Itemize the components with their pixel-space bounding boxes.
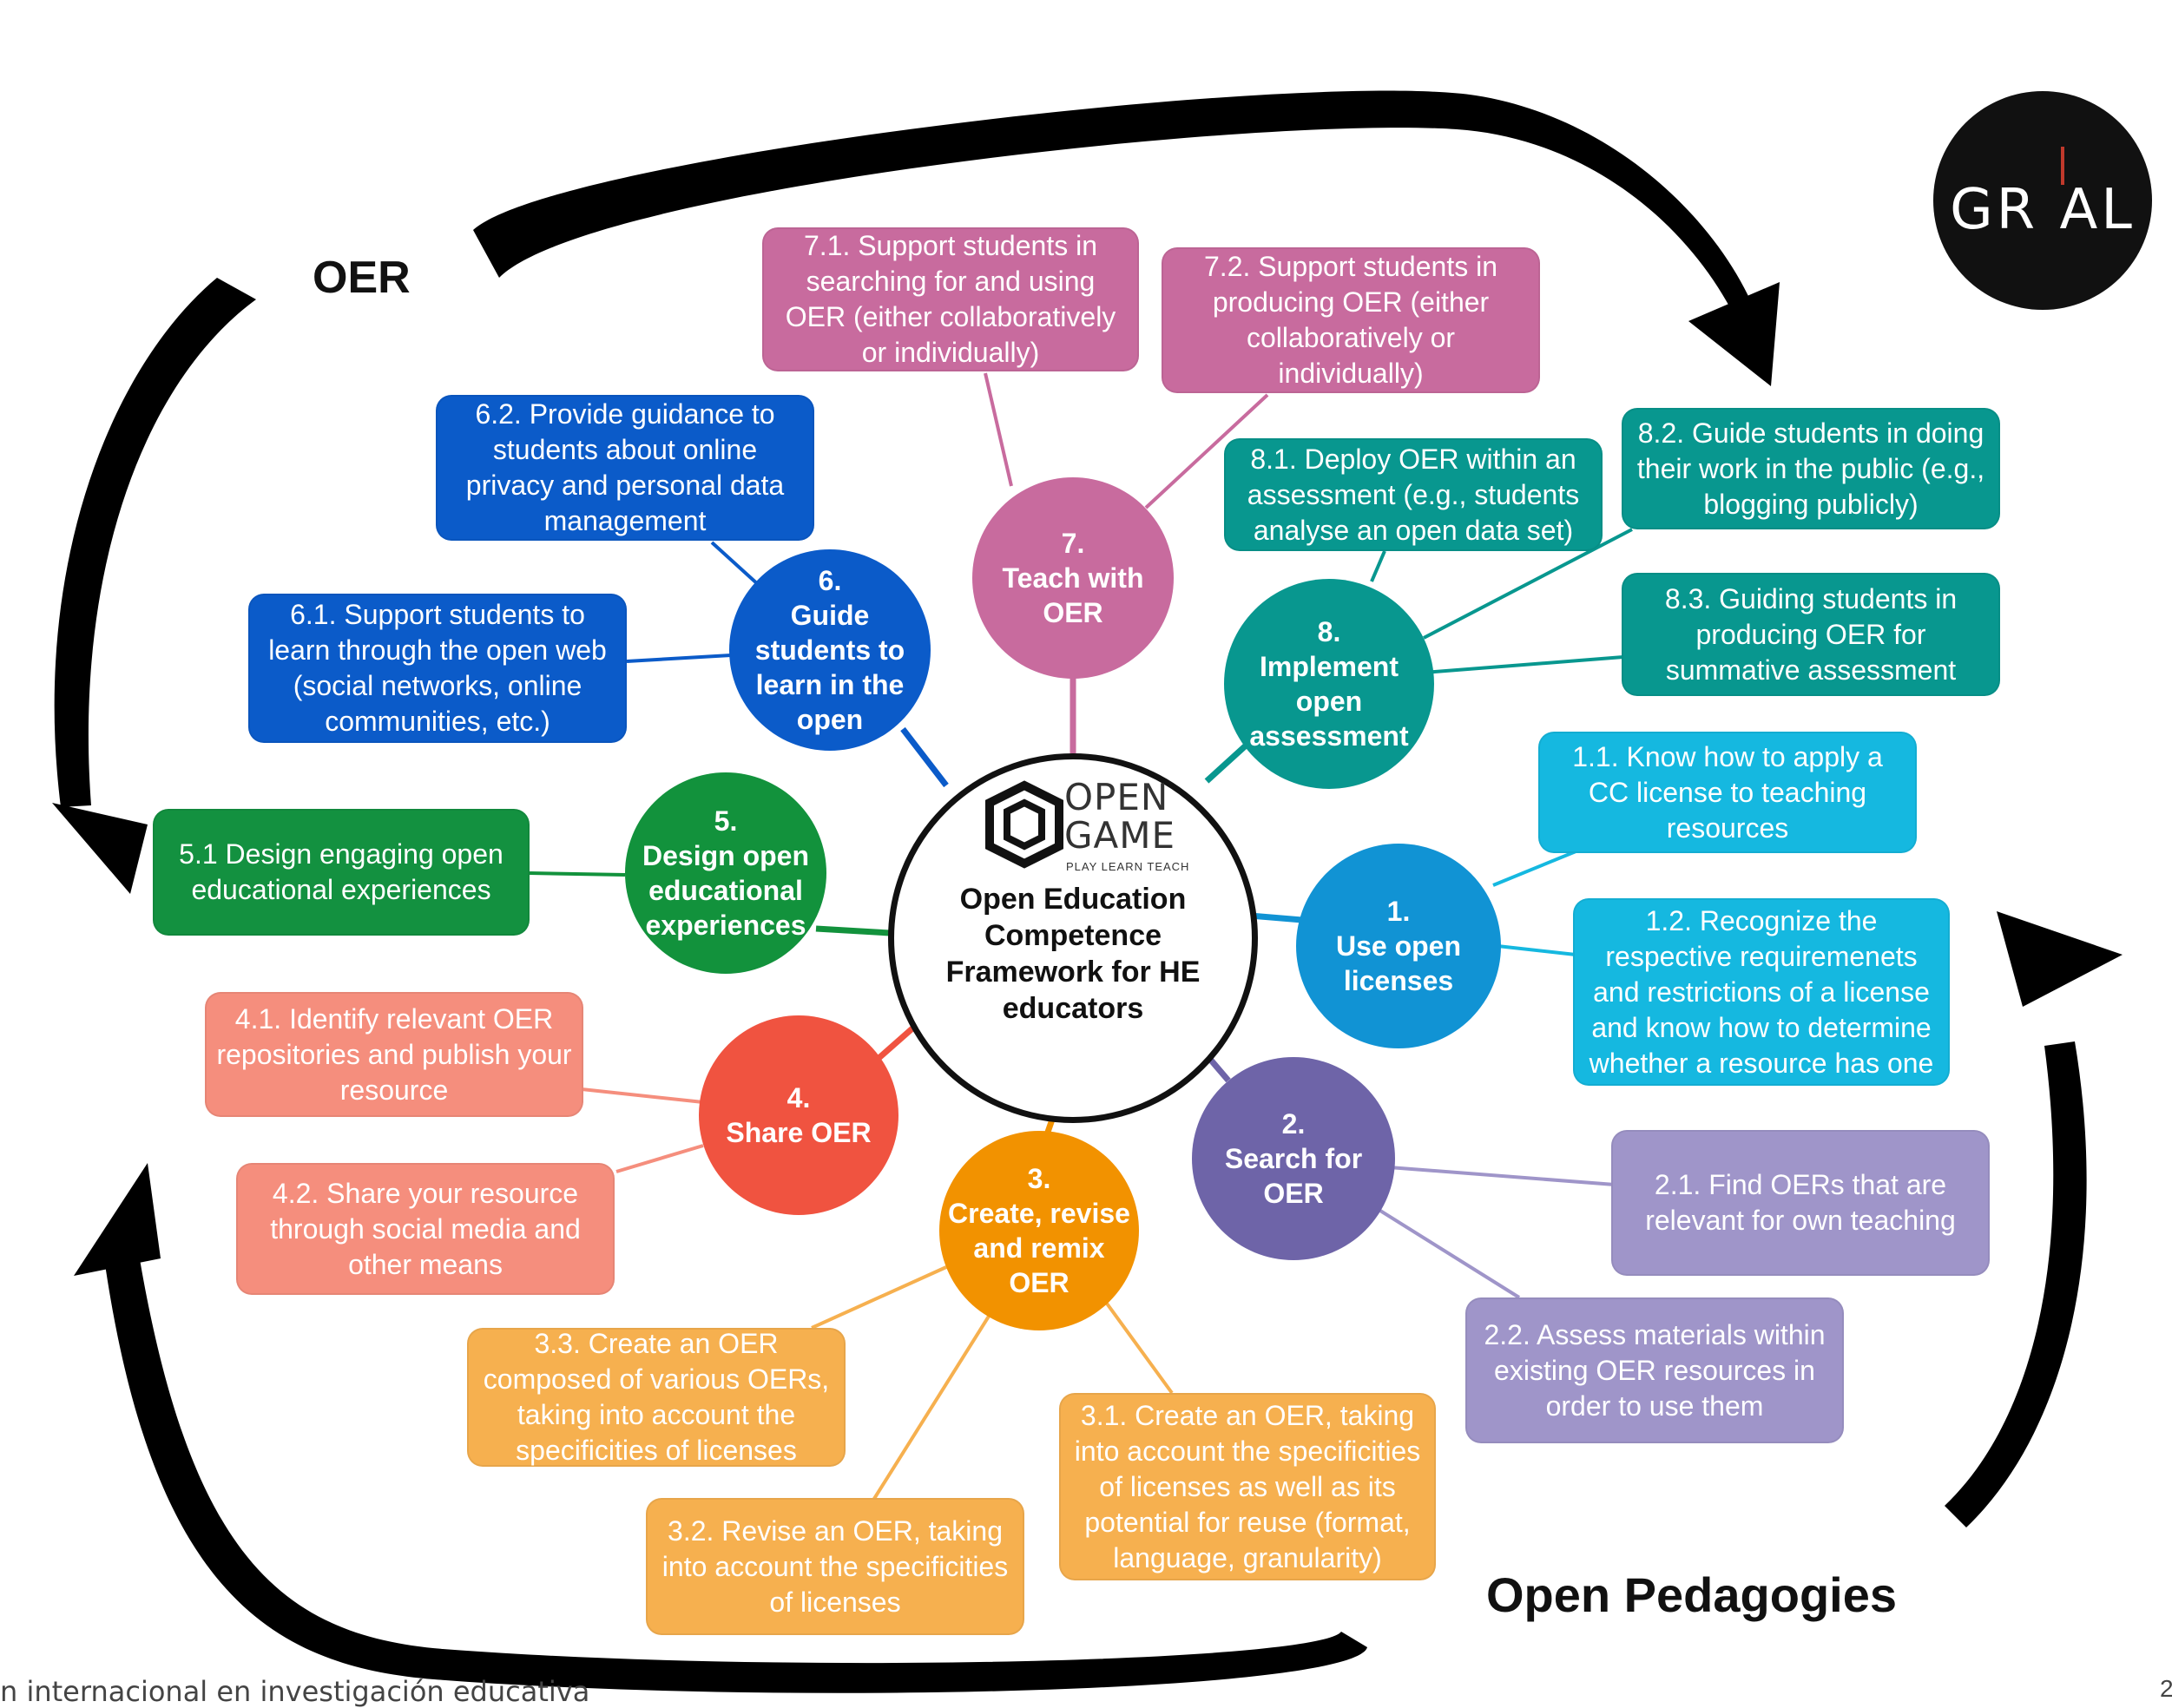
center-node: OPEN GAME PLAY LEARN TEACH Open Educatio… <box>888 753 1258 1123</box>
competence-4-2: 4.2. Share your resource through social … <box>236 1163 615 1295</box>
competence-7-1: 7.1. Support students in searching for a… <box>762 227 1139 371</box>
competence-6-2: 6.2. Provide guidance to students about … <box>436 395 814 541</box>
edge-3-3 <box>811 1265 947 1330</box>
edge-6-1 <box>626 654 732 663</box>
grial-logo-text: GR AL <box>1950 178 2136 242</box>
competence-2-2: 2.2. Assess materials within existing OE… <box>1465 1297 1844 1443</box>
edge-1-2 <box>1497 944 1576 956</box>
cycle-arrow-top <box>473 90 1780 386</box>
competence-3-1: 3.1. Create an OER, taking into account … <box>1059 1393 1436 1580</box>
competence-8-2: 8.2. Guide students in doing their work … <box>1622 408 2000 529</box>
open-game-logo-text: OPEN GAME <box>1064 776 1176 857</box>
edge-4-1 <box>581 1087 704 1104</box>
competence-1-1: 1.1. Know how to apply a CC license to t… <box>1538 732 1917 853</box>
competence-8-1: 8.1. Deploy OER within an assessment (e.… <box>1224 438 1603 551</box>
cycle-arrow-bottom <box>74 1163 1367 1693</box>
node-use-open-licenses: 1. Use open licenses <box>1296 844 1501 1048</box>
edge-7-2 <box>1144 393 1269 509</box>
oer-label: OER <box>313 253 411 303</box>
footer-caption: n internacional en investigación educati… <box>0 1675 590 1708</box>
node-share-oer: 4. Share OER <box>699 1015 898 1215</box>
node-guide-students-to-learn-in-the-open: 6. Guide students to learn in the open <box>729 549 931 751</box>
node-implement-open-assessment: 8. Implement open assessment <box>1224 579 1434 789</box>
edge-5-1 <box>529 871 626 877</box>
framework-title: Open Education Competence Framework for … <box>945 883 1201 1025</box>
edge-4-2 <box>615 1144 704 1173</box>
competence-4-1: 4.1. Identify relevant OER repositories … <box>205 992 583 1117</box>
edge-2-1 <box>1388 1166 1616 1186</box>
cycle-arrow-left <box>52 278 256 894</box>
page-number: 2 <box>2160 1675 2172 1702</box>
competence-2-1: 2.1. Find OERs that are relevant for own… <box>1611 1130 1990 1276</box>
competence-3-3: 3.3. Create an OER composed of various O… <box>467 1328 846 1467</box>
cycle-arrow-right <box>1945 911 2123 1527</box>
edge-7-1 <box>984 372 1013 487</box>
spoke-6 <box>900 726 949 788</box>
edge-8-3 <box>1423 655 1624 674</box>
edge-2-2 <box>1379 1209 1521 1299</box>
competence-6-1: 6.1. Support students to learn through t… <box>248 594 627 743</box>
grial-logo: GR AL <box>1933 91 2152 310</box>
spoke-5 <box>815 925 891 936</box>
node-design-open-educational-experiences: 5. Design open educational experiences <box>625 772 826 974</box>
edge-8-1 <box>1370 550 1386 582</box>
competence-5-1: 5.1 Design engaging open educational exp… <box>153 809 530 936</box>
edge-6-2 <box>710 541 761 588</box>
edge-3-1 <box>1101 1296 1174 1395</box>
node-create-revise-remix-oer: 3. Create, revise and remix OER <box>939 1131 1139 1330</box>
node-search-for-oer: 2. Search for OER <box>1192 1057 1395 1260</box>
competence-3-2: 3.2. Revise an OER, taking into account … <box>646 1498 1024 1635</box>
competence-1-2: 1.2. Recognize the respective requiremen… <box>1573 898 1950 1086</box>
open-pedagogies-label: Open Pedagogies <box>1486 1567 1897 1622</box>
edge-3-2 <box>871 1313 991 1503</box>
grial-logo-accent <box>2061 147 2064 185</box>
competence-7-2: 7.2. Support students in producing OER (… <box>1162 247 1540 393</box>
open-game-tagline: PLAY LEARN TEACH <box>1066 860 1190 873</box>
spoke-1 <box>1249 912 1303 923</box>
edge-8-2 <box>1423 528 1633 640</box>
open-game-cube-icon <box>985 780 1063 869</box>
competence-8-3: 8.3. Guiding students in producing OER f… <box>1622 573 2000 696</box>
node-teach-with-oer: 7. Teach with OER <box>972 477 1174 679</box>
